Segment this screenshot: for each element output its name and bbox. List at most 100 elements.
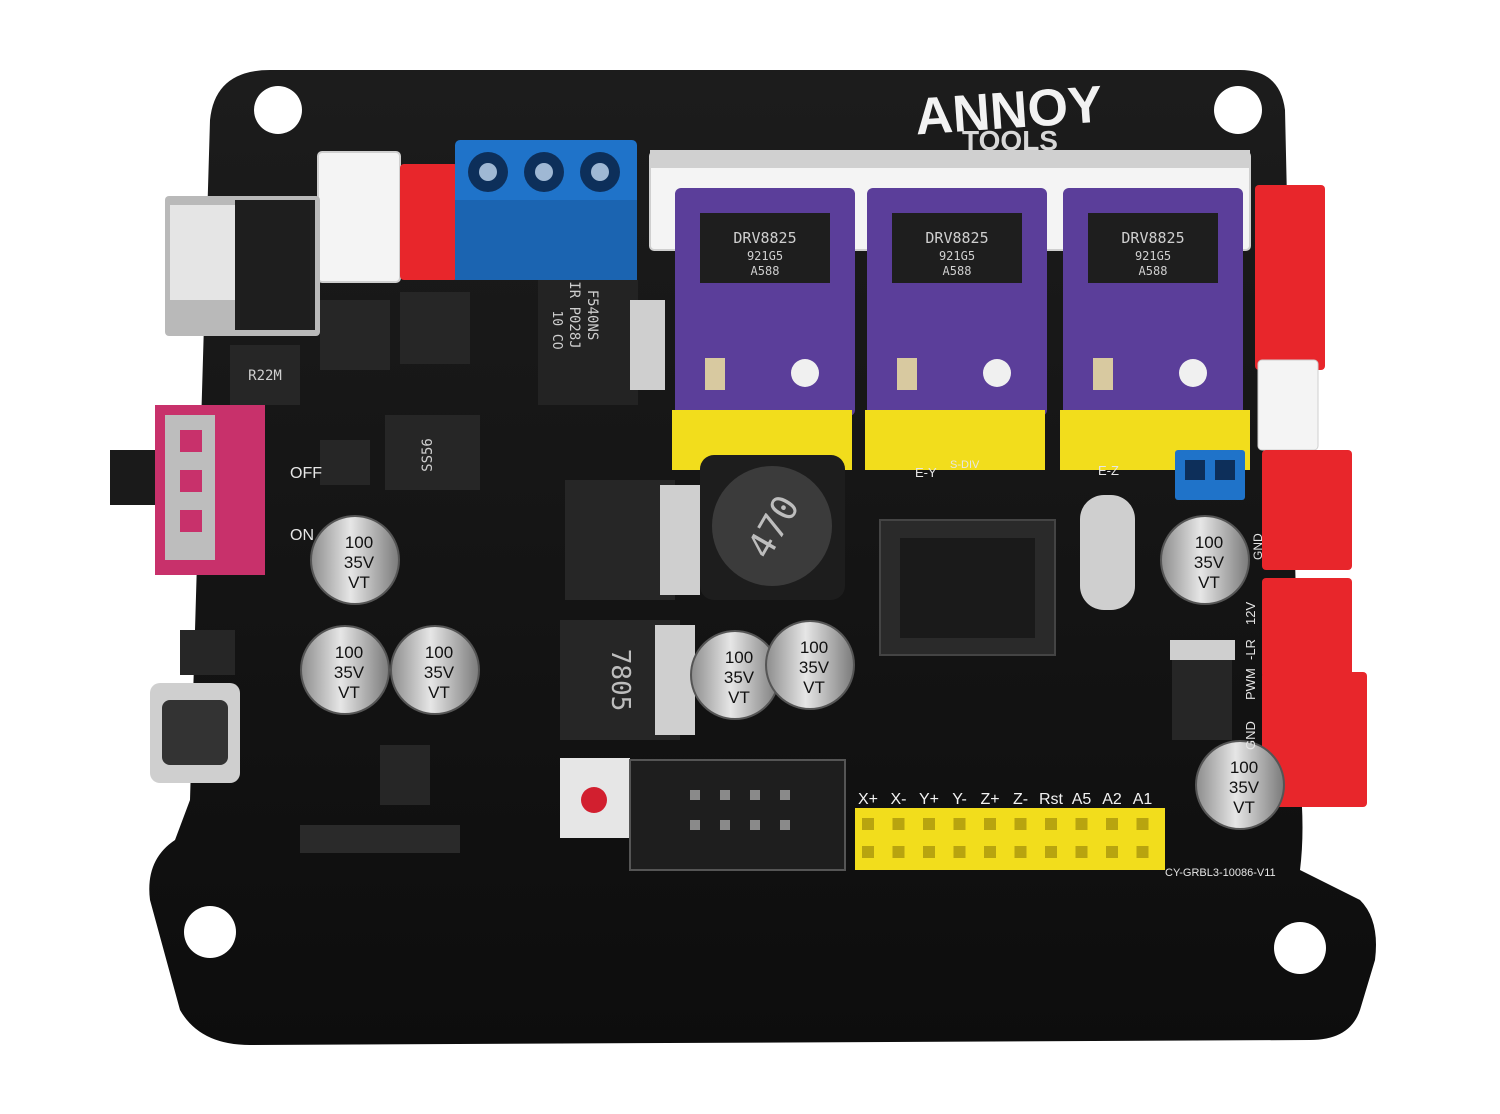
pin-label: X-: [891, 791, 907, 808]
capacitor-series: VT: [338, 683, 360, 702]
pin-header: [855, 808, 1165, 870]
capacitor-voltage: 35V: [424, 663, 455, 682]
jumper-block: [1175, 450, 1245, 500]
pin-label: Y-: [952, 791, 967, 808]
svg-text:7805: 7805: [605, 649, 635, 712]
diode-label: SS56: [420, 438, 436, 472]
capacitor-value: 100: [800, 638, 828, 657]
driver-code-label: 921G5: [939, 249, 975, 263]
capacitors: 10035VVT10035VVT10035VVT10035VVT10035VVT…: [300, 515, 1285, 830]
pin: [1045, 846, 1057, 858]
pin: [923, 818, 935, 830]
right-connectors: [1255, 185, 1367, 807]
bottom-header: [300, 825, 460, 853]
mounting-hole: [184, 906, 236, 958]
pin: [1136, 846, 1149, 858]
svg-text:ANNOY: ANNOY: [913, 76, 1104, 147]
pin-label: Z+: [980, 791, 999, 808]
box-header: [629, 759, 846, 871]
driver-sub-label: A588: [1139, 264, 1168, 278]
capacitor-value: 100: [345, 533, 373, 552]
svg-text:F540NS: F540NS: [584, 290, 600, 341]
capacitor-voltage: 35V: [724, 668, 755, 687]
pin-label: A1: [1133, 791, 1153, 808]
capacitor-voltage: 35V: [799, 658, 830, 677]
voltage-regulator: 7805: [560, 620, 695, 740]
capacitor-value: 100: [425, 643, 453, 662]
driver-chip-label: DRV8825: [733, 229, 796, 247]
screw-terminal: [455, 140, 637, 280]
power-switch[interactable]: [110, 405, 265, 575]
capacitor-voltage: 35V: [1229, 778, 1260, 797]
silk-model: CY-GRBL3-10086-V11: [1165, 867, 1276, 879]
reset-button[interactable]: [560, 758, 630, 838]
pin: [984, 846, 996, 858]
power-inductor: 470: [700, 455, 845, 600]
capacitor-series: VT: [728, 688, 750, 707]
pin-label: Rst: [1039, 791, 1064, 808]
silk-s-div: S-DIV: [950, 459, 980, 471]
stepper-drivers: DRV8825921G5A588DRV8825921G5A588DRV88259…: [675, 188, 1243, 416]
svg-text:10 CO: 10 CO: [549, 310, 564, 349]
capacitor-voltage: 35V: [1194, 553, 1225, 572]
pin-label: A2: [1102, 791, 1122, 808]
crystal: [1080, 495, 1135, 610]
pin: [892, 846, 905, 858]
driver-sub-label: A588: [943, 264, 972, 278]
pin-label: Z-: [1013, 791, 1028, 808]
silk-gnd-side: GND: [1251, 533, 1265, 560]
pin-label: A5: [1072, 791, 1092, 808]
mounting-hole: [1214, 86, 1262, 134]
capacitor-series: VT: [1233, 798, 1255, 817]
capacitor-voltage: 35V: [344, 553, 375, 572]
driver-code-label: 921G5: [1135, 249, 1171, 263]
pin-label: X+: [858, 791, 878, 808]
dc-jack: [165, 196, 320, 336]
pin-labels: X+ X- Y+ Y- Z+ Z- Rst A5 A2 A1: [858, 791, 1152, 858]
mounting-hole: [1274, 922, 1326, 974]
silk-pwm: PWM: [1243, 668, 1258, 700]
usb-c-port[interactable]: [150, 683, 240, 783]
capacitor-series: VT: [348, 573, 370, 592]
pin: [1075, 846, 1088, 858]
capacitor-value: 100: [1230, 758, 1258, 777]
driver-chip-label: DRV8825: [925, 229, 988, 247]
capacitor-voltage: 35V: [334, 663, 365, 682]
pin: [1014, 818, 1027, 830]
pin: [953, 846, 966, 858]
pin: [1045, 818, 1057, 830]
driver-code-label: 921G5: [747, 249, 783, 263]
pin: [1106, 818, 1118, 830]
capacitor-series: VT: [428, 683, 450, 702]
pin-label: Y+: [919, 791, 939, 808]
pin: [1014, 846, 1027, 858]
pin: [862, 818, 874, 830]
pin: [984, 818, 996, 830]
microcontroller: [879, 519, 1056, 656]
silk-e-z: E-Z: [1098, 463, 1119, 478]
regulator-top: [565, 480, 675, 600]
silk-e-y: E-Y: [915, 465, 937, 480]
capacitor-series: VT: [803, 678, 825, 697]
pin: [892, 818, 905, 830]
pin: [923, 846, 935, 858]
driver-sub-label: A588: [751, 264, 780, 278]
pin: [953, 818, 966, 830]
capacitor-value: 100: [1195, 533, 1223, 552]
pin: [1075, 818, 1088, 830]
pin: [1106, 846, 1118, 858]
smd-components: [180, 292, 480, 805]
svg-text:IR P028J: IR P028J: [566, 281, 582, 348]
